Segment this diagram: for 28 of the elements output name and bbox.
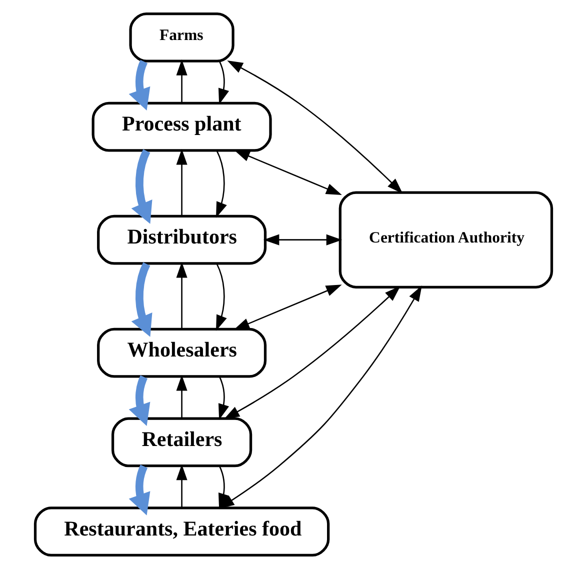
arrow: [216, 264, 227, 331]
node-box: Farms: [129, 12, 234, 62]
arrow: [234, 284, 342, 330]
node-box: Restaurants, Eateries food: [34, 506, 330, 557]
arrow: [224, 286, 400, 420]
arrow: [176, 60, 188, 103]
arrow: [218, 61, 230, 104]
arrow: [128, 464, 150, 516]
arrow: [176, 374, 188, 418]
arrow: [128, 60, 150, 111]
arrow: [131, 149, 152, 224]
arrow: [176, 464, 188, 508]
arrow: [128, 375, 150, 426]
arrow: [131, 262, 152, 337]
node-box: Wholesalers: [97, 328, 267, 378]
arrow: [218, 466, 230, 510]
node-box: Process plant: [92, 102, 272, 152]
node-box: Distributors: [97, 214, 267, 265]
arrow: [227, 60, 403, 194]
arrow: [234, 150, 342, 196]
arrow: [218, 376, 230, 420]
arrow: [176, 262, 188, 330]
node-box: Certification Authority: [338, 191, 554, 288]
arrow: [218, 285, 422, 509]
node-box: Retailers: [111, 417, 252, 468]
arrow: [176, 148, 188, 216]
arrow: [263, 234, 342, 246]
arrow: [216, 150, 227, 218]
